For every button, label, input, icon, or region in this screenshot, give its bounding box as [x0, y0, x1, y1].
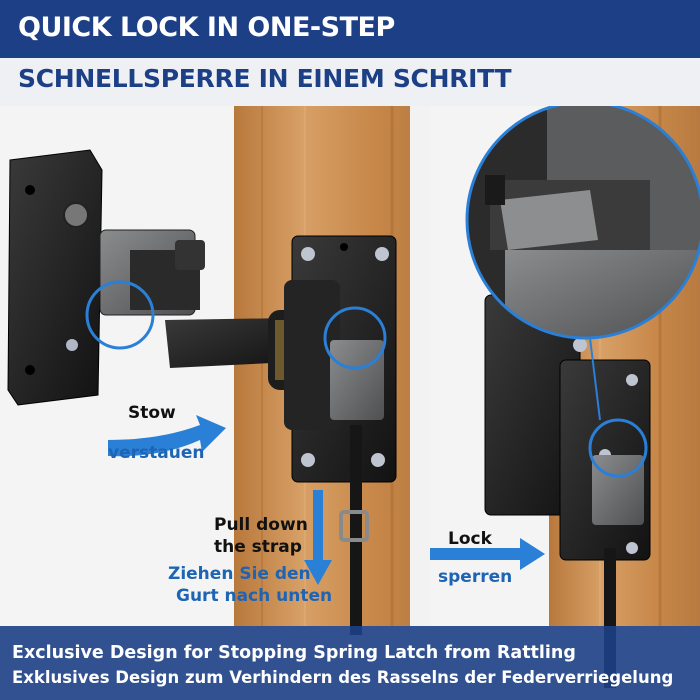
arrow-right-icon: [108, 415, 226, 457]
title-banner: [0, 0, 700, 58]
lock-label-de: sperren: [438, 567, 513, 587]
lock-label: Lock: [448, 529, 492, 549]
footer-line-en: Exclusive Design for Stopping Spring Lat…: [12, 643, 576, 663]
pull-label-de-line1: Ziehen Sie den: [168, 564, 311, 584]
subtitle-banner: [0, 58, 700, 106]
stow-label-de: verstauen: [108, 443, 205, 463]
title-de: SCHNELLSPERRE IN EINEM SCHRITT: [18, 64, 512, 93]
pull-label-de-line2: Gurt nach unten: [176, 586, 333, 606]
title-en: QUICK LOCK IN ONE-STEP: [18, 12, 395, 43]
mounted-bracket-right: [484, 294, 651, 688]
footer-line-de: Exklusives Design zum Verhindern des Ras…: [12, 668, 674, 687]
wall-plate-middle: [284, 235, 397, 635]
magnifier-circle-icon: [465, 106, 700, 421]
pull-label-line2: the strap: [214, 537, 302, 557]
stow-label: Stow: [128, 403, 176, 423]
wood-door-left: [234, 106, 430, 626]
tv-mount-bracket-icon: [7, 149, 298, 406]
arrow-down-icon: [304, 490, 332, 585]
arrow-right-icon: [430, 538, 545, 570]
product-illustration: [7, 106, 700, 688]
footer-banner: [0, 626, 700, 700]
pull-label-line1: Pull down: [214, 515, 308, 535]
